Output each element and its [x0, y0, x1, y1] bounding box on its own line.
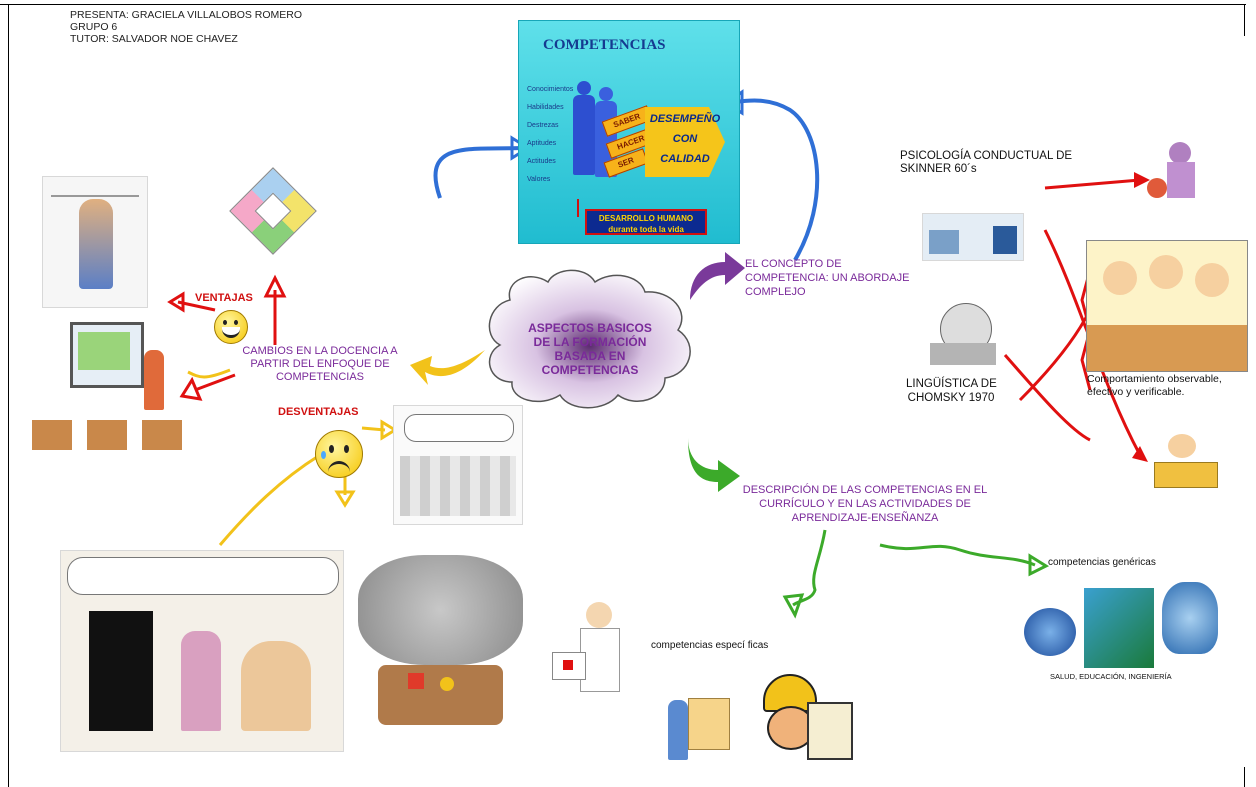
red-arrow-cambios: [194, 373, 236, 392]
desarrollo-humano-box: DESARROLLO HUMANO durante toda la vida: [585, 209, 707, 235]
cambios-line3: COMPETENCIAS: [275, 371, 364, 383]
yellow-line-pictures: [218, 453, 321, 546]
doctor-illustration: [548, 600, 648, 712]
competencias-card: COMPETENCIAS Conocimientos Habilidades D…: [518, 20, 740, 244]
frame-left-line: [8, 4, 9, 787]
list-item: Valores: [527, 176, 551, 183]
kids-studying-illustration: [1086, 240, 1248, 372]
descripcion-label: DESCRIPCIÓN DE LAS COMPETENCIAS EN EL CU…: [720, 483, 1010, 525]
center-line3: BASADA EN: [554, 349, 626, 363]
chomsky-caricature: [926, 297, 1000, 373]
concepto-line2: COMPETENCIA: UN ABORDAJE: [745, 272, 910, 284]
linguistica-line2: CHOMSKY 1970: [907, 392, 995, 404]
psicologia-line2: SKINNER 60´s: [900, 163, 977, 175]
green-arrow-center: [688, 438, 740, 492]
red-line-chomsky-down: [1003, 354, 1091, 442]
list-item: Actitudes: [527, 158, 556, 165]
engineer-illustration: [755, 668, 855, 766]
psicologia-label: PSICOLOGÍA CONDUCTUAL DE SKINNER 60´s: [900, 150, 1072, 176]
purple-arrow: [690, 252, 745, 300]
green-line-genericas: [879, 543, 1036, 567]
competencias-card-title: COMPETENCIAS: [543, 37, 666, 53]
blue-arrow-right: [734, 98, 820, 262]
especificas-label: competencias especí ficas: [651, 640, 769, 651]
comportamiento-line2: efectivo y verificable.: [1087, 386, 1185, 398]
header-presenter: PRESENTA: GRACIELA VILLALOBOS ROMERO: [70, 9, 303, 21]
descripcion-line3: APRENDIZAJE-ENSEÑANZA: [791, 512, 939, 524]
cambios-line2: PARTIR DEL ENFOQUE DE: [250, 358, 390, 370]
tv-attention-cartoon: [60, 550, 344, 752]
list-item: Habilidades: [527, 104, 564, 111]
facebook-cartoon: [393, 405, 523, 525]
person-head-icon: [599, 87, 613, 101]
concepto-label: EL CONCEPTO DE COMPETENCIA: UN ABORDAJE …: [745, 257, 909, 299]
frame-right-line: [1244, 4, 1245, 36]
competencias-card-list: Conocimientos Habilidades Destrezas Apti…: [527, 81, 573, 189]
center-cloud-text: ASPECTOS BASICOS DE LA FORMACIÓN BASADA …: [500, 321, 680, 377]
areas-label: SALUD, EDUCACIÓN, INGENIERÍA: [1050, 672, 1172, 681]
list-item: Conocimientos: [527, 86, 574, 93]
red-arrow-skinner: [1044, 178, 1141, 190]
list-item: Aptitudes: [527, 140, 557, 147]
desempeno-arrow: [645, 107, 725, 177]
center-line2: DE LA FORMACIÓN: [533, 335, 647, 349]
comportamiento-line1: Comportamiento observable,: [1087, 373, 1222, 385]
desempeno-line: CON: [672, 133, 698, 145]
concepto-line1: EL CONCEPTO DE: [745, 258, 842, 270]
desarrollo-line2: durante toda la vida: [608, 225, 684, 234]
desarrollo-line1: DESARROLLO HUMANO: [598, 214, 694, 223]
kids-phones-cartoon: [348, 545, 533, 745]
linguistica-line1: LINGÜÍSTICA DE: [906, 378, 997, 390]
yellow-arrow-center: [410, 350, 485, 385]
cambios-line1: CAMBIOS EN LA DOCENCIA A: [242, 345, 398, 357]
desempeno-text: DESEMPEÑO CON CALIDAD: [647, 109, 723, 169]
comportamiento-label: Comportamiento observable, efectivo y ve…: [1087, 373, 1222, 399]
generic-competencies-images: [1020, 578, 1220, 670]
docente-2-0-illustration: [42, 176, 148, 308]
psicologia-line1: PSICOLOGÍA CONDUCTUAL DE: [900, 150, 1073, 162]
card-red-line: [577, 199, 579, 217]
person-body-icon: [573, 95, 595, 175]
ventajas-label: VENTAJAS: [195, 292, 253, 304]
concepto-line3: COMPLEJO: [745, 286, 806, 298]
header-tutor: TUTOR: SALVADOR NOE CHAVEZ: [70, 33, 238, 45]
classroom-illustration: [32, 322, 192, 457]
linguistica-label: LINGÜÍSTICA DE CHOMSKY 1970: [906, 377, 997, 405]
competencias-wheel-illustration: [220, 162, 324, 266]
yellow-line-left: [187, 368, 231, 379]
descripcion-line2: CURRÍCULO Y EN LAS ACTIVIDADES DE: [759, 498, 971, 510]
happy-face-icon: [214, 310, 248, 344]
blue-arrow-left: [433, 146, 521, 199]
header-group: GRUPO 6: [70, 21, 118, 33]
desempeno-line: DESEMPEÑO: [649, 113, 721, 125]
genericas-label: competencias genéricas: [1048, 557, 1156, 568]
list-item: Destrezas: [527, 122, 559, 129]
person-head-icon: [577, 81, 591, 95]
sad-face-icon: [315, 430, 363, 478]
teacher-school-illustration: [664, 690, 734, 766]
header-block: PRESENTA: GRACIELA VILLALOBOS ROMERO GRU…: [70, 9, 302, 45]
center-line4: COMPETENCIAS: [541, 363, 639, 377]
desempeno-line: CALIDAD: [660, 153, 710, 165]
cambios-label: CAMBIOS EN LA DOCENCIA A PARTIR DEL ENFO…: [220, 345, 420, 384]
teacher-student-illustration: [1143, 138, 1213, 202]
center-line1: ASPECTOS BASICOS: [528, 321, 652, 335]
skinner-box-illustration: [922, 213, 1024, 261]
frame-right-line-bottom: [1244, 767, 1245, 787]
desventajas-label: DESVENTAJAS: [278, 406, 359, 418]
frame-top-line: [0, 4, 1246, 5]
descripcion-line1: DESCRIPCIÓN DE LAS COMPETENCIAS EN EL: [742, 484, 988, 496]
student-desk-illustration: [1150, 432, 1220, 490]
